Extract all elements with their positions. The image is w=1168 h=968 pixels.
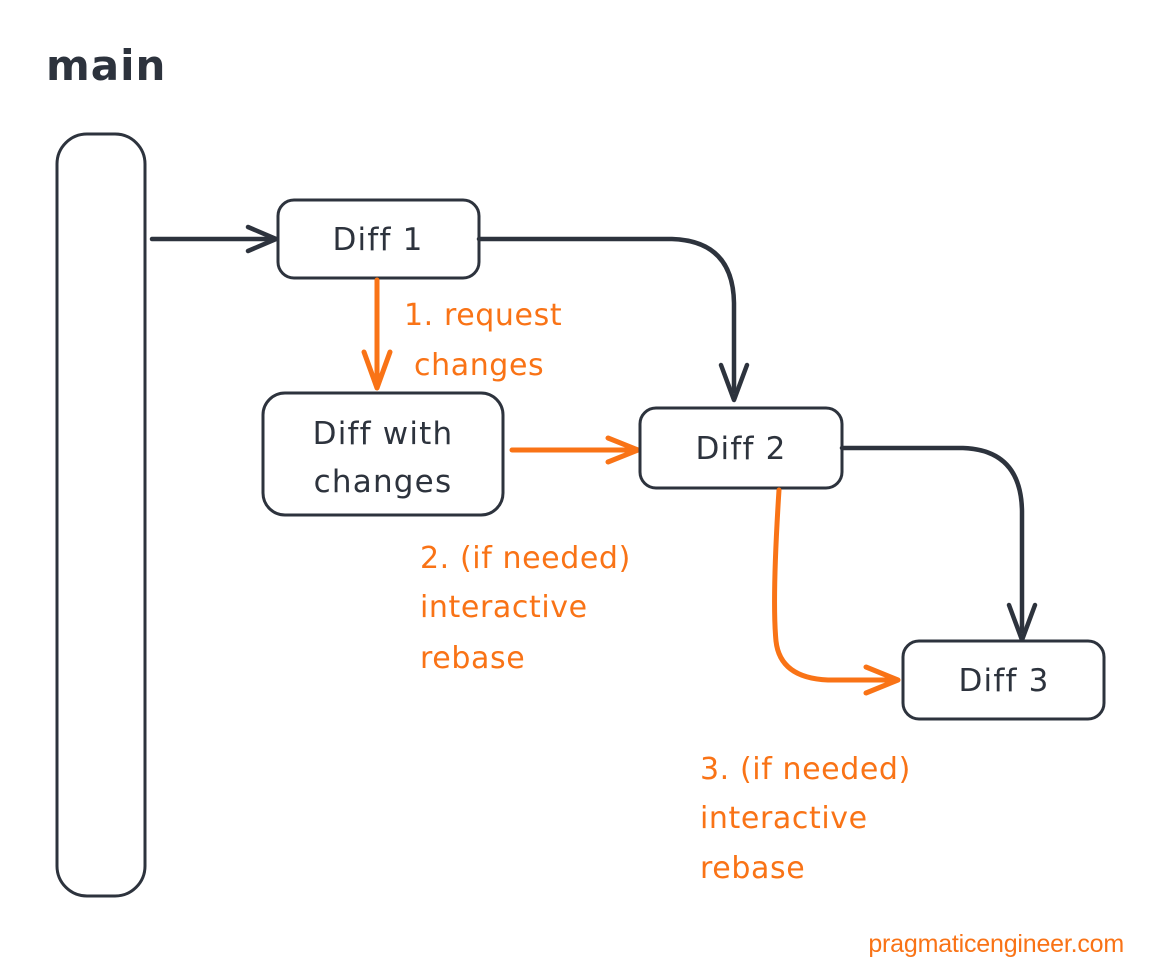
annotation-step-1-line-1: 1. request xyxy=(404,298,562,333)
annotation-step-3-line-3: rebase xyxy=(700,851,805,886)
node-diff-1[interactable]: Diff 1 xyxy=(276,198,481,280)
annotation-step-1: 1. request changes xyxy=(404,298,562,383)
edge-diff2-to-diff3-orange xyxy=(772,487,901,696)
node-diff-with-changes-shape[interactable] xyxy=(261,391,505,517)
node-diff-with-changes-label-line-2: changes xyxy=(314,464,453,500)
edge-diff-with-changes-to-diff2 xyxy=(509,435,641,465)
annotation-step-2-line-2: interactive xyxy=(420,590,588,625)
node-diff-with-changes-label-line-1: Diff with xyxy=(313,416,454,452)
edge-main-to-diff1 xyxy=(149,224,279,254)
annotation-step-3-line-1: 3. (if needed) xyxy=(700,752,911,787)
annotation-step-2-line-1: 2. (if needed) xyxy=(420,541,631,576)
branch-title: main xyxy=(46,41,166,90)
annotation-step-3: 3. (if needed) interactive rebase xyxy=(700,752,911,886)
edge-diff1-to-diff2 xyxy=(476,236,750,403)
annotation-step-1-line-2: changes xyxy=(414,348,544,383)
annotation-step-2: 2. (if needed) interactive rebase xyxy=(420,541,631,676)
annotation-step-2-line-3: rebase xyxy=(420,641,525,676)
node-diff-3-label: Diff 3 xyxy=(958,663,1049,699)
node-diff-2[interactable]: Diff 2 xyxy=(638,406,844,490)
node-diff-2-label: Diff 2 xyxy=(695,431,786,467)
watermark-label: pragmaticengineer.com xyxy=(868,930,1124,958)
annotation-step-3-line-2: interactive xyxy=(700,801,868,836)
node-diff-with-changes[interactable]: Diff with changes xyxy=(261,391,505,517)
node-main-branch[interactable] xyxy=(55,132,147,898)
node-diff-3-shape[interactable] xyxy=(901,639,1106,721)
node-diff-1-label: Diff 1 xyxy=(332,222,423,258)
edge-diff1-to-diff-with-changes xyxy=(361,277,393,391)
node-diff-3[interactable]: Diff 3 xyxy=(901,639,1106,721)
edge-diff2-to-diff3-dark xyxy=(839,445,1038,643)
